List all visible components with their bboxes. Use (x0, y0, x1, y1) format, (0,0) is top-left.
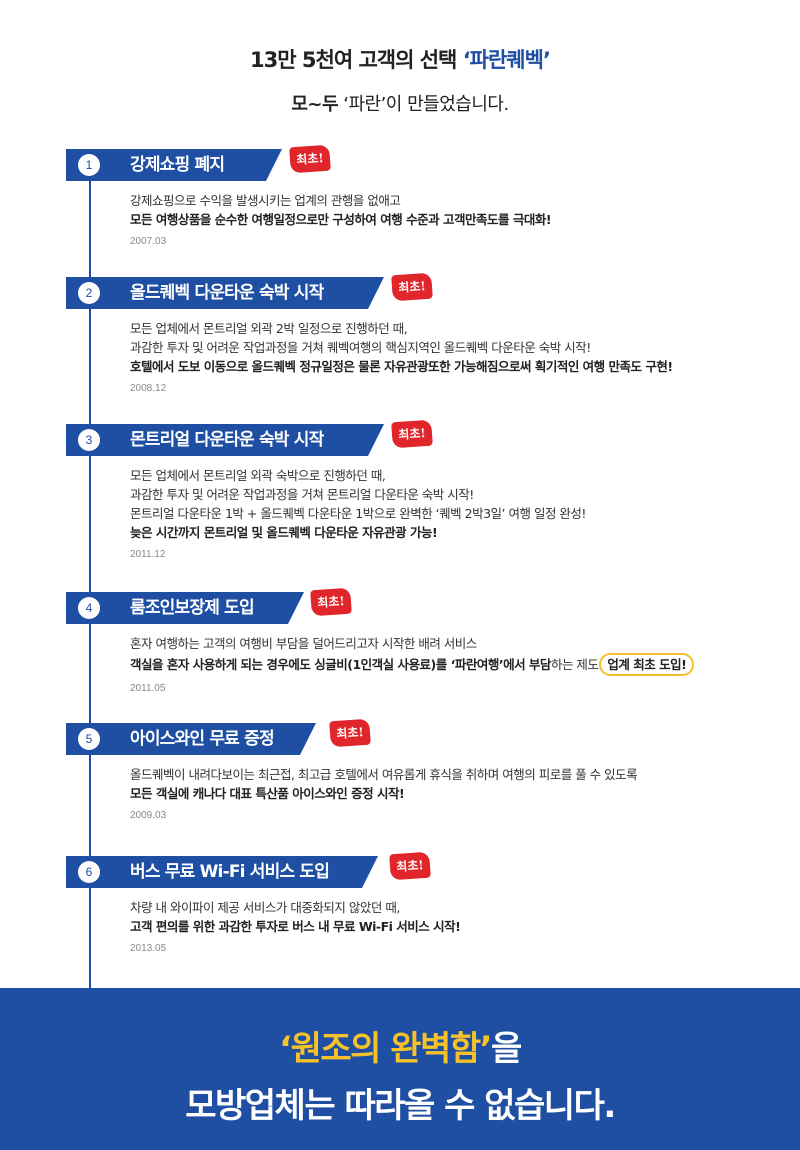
item-title: 룸조인보장제 도입 (130, 598, 255, 618)
item-banner (66, 424, 384, 456)
page-header: 13만 5천여 고객의 선택 ‘파란퀘벡’ 모~두 ‘파란’이 만들었습니다. (0, 44, 800, 116)
item-date: 2011.12 (130, 549, 166, 560)
first-stamp-badge: 최초! (289, 144, 331, 174)
subheadline-bold: 모~두 (291, 94, 339, 115)
headline-prefix: 13만 5천여 고객의 선택 (250, 48, 463, 72)
item-description: 강제쇼핑으로 수익을 발생시키는 업계의 관행을 없애고 모든 여행상품을 순수… (130, 191, 770, 251)
subheadline-rest: ‘파란’이 만들었습니다. (338, 94, 509, 115)
item-number: 3 (78, 429, 100, 451)
desc-line: 강제쇼핑으로 수익을 발생시키는 업계의 관행을 없애고 (130, 193, 401, 208)
item-description: 모든 업체에서 몬트리얼 외곽 2박 일정으로 진행하던 때, 과감한 투자 및… (130, 319, 770, 398)
footer-accent: ‘원조의 완벽함’ (279, 1029, 492, 1069)
desc-line: 모든 업체에서 몬트리얼 외곽 2박 일정으로 진행하던 때, (130, 321, 408, 336)
first-stamp-badge: 최초! (310, 587, 352, 617)
item-date: 2007.03 (130, 236, 167, 247)
item-date: 2009.03 (130, 810, 167, 821)
item-description: 차량 내 와이파이 제공 서비스가 대중화되지 않았던 때, 고객 편의를 위한… (130, 898, 770, 958)
item-title: 버스 무료 Wi-Fi 서비스 도입 (130, 862, 330, 882)
desc-bold: 객실을 혼자 사용하게 되는 경우에도 싱글비(1인객실 사용료)를 ‘파란여행… (130, 657, 551, 672)
item-banner (66, 723, 316, 755)
desc-bold: 호텔에서 도보 이동으로 올드퀘벡 정규일정은 물론 자유관광또한 가능해짐으로… (130, 359, 673, 374)
item-number: 4 (78, 597, 100, 619)
highlight-circle: 업계 최초 도입! (599, 653, 695, 676)
first-stamp-badge: 최초! (391, 272, 433, 302)
item-number: 1 (78, 154, 100, 176)
item-number: 6 (78, 861, 100, 883)
desc-bold: 고객 편의를 위한 과감한 투자로 버스 내 무료 Wi-Fi 서비스 시작! (130, 919, 461, 934)
desc-bold: 모든 여행상품을 순수한 여행일정으로만 구성하여 여행 수준과 고객만족도를 … (130, 212, 552, 227)
timeline-line (89, 150, 91, 990)
desc-bold-after: 하는 제도. (550, 657, 602, 672)
footer-banner: ‘원조의 완벽함’을 모방업체는 따라올 수 없습니다. (0, 988, 800, 1150)
desc-line: 모든 업체에서 몬트리얼 외곽 숙박으로 진행하던 때, (130, 468, 386, 483)
first-stamp-badge: 최초! (389, 851, 431, 881)
item-banner (66, 856, 378, 888)
first-stamp-badge: 최초! (391, 419, 433, 449)
desc-line: 혼자 여행하는 고객의 여행비 부담을 덜어드리고자 시작한 배려 서비스 (130, 636, 477, 651)
item-title: 몬트리얼 다운타운 숙박 시작 (130, 430, 324, 450)
desc-line: 차량 내 와이파이 제공 서비스가 대중화되지 않았던 때, (130, 900, 400, 915)
item-title: 아이스와인 무료 증정 (130, 729, 275, 749)
item-title: 올드퀘벡 다운타운 숙박 시작 (130, 283, 324, 303)
item-number: 2 (78, 282, 100, 304)
item-banner (66, 277, 384, 309)
item-date: 2011.05 (130, 683, 166, 694)
desc-line: 몬트리얼 다운타운 1박 + 올드퀘벡 다운타운 1박으로 완벽한 ‘퀘벡 2박… (130, 506, 586, 521)
item-description: 올드퀘벡이 내려다보이는 최근접, 최고급 호텔에서 여유롭게 휴식을 취하며 … (130, 765, 770, 825)
desc-line: 올드퀘벡이 내려다보이는 최근접, 최고급 호텔에서 여유롭게 휴식을 취하며 … (130, 767, 638, 782)
desc-bold: 늦은 시간까지 몬트리얼 및 올드퀘벡 다운타운 자유관광 가능! (130, 525, 438, 540)
headline: 13만 5천여 고객의 선택 ‘파란퀘벡’ (0, 44, 800, 74)
desc-line: 과감한 투자 및 어려운 작업과정을 거쳐 퀘벡여행의 핵심지역인 올드퀘벡 다… (130, 340, 591, 355)
desc-bold: 모든 객실에 캐나다 대표 특산품 아이스와인 증정 시작! (130, 786, 405, 801)
footer-line-1: ‘원조의 완벽함’을 (0, 1021, 800, 1070)
item-date: 2008.12 (130, 383, 167, 394)
first-stamp-badge: 최초! (329, 718, 371, 748)
footer-line-2: 모방업체는 따라올 수 없습니다. (185, 1086, 616, 1126)
headline-brand: ‘파란퀘벡’ (462, 48, 551, 72)
desc-line: 과감한 투자 및 어려운 작업과정을 거쳐 몬트리얼 다운타운 숙박 시작! (130, 487, 474, 502)
item-banner (66, 592, 304, 624)
item-date: 2013.05 (130, 943, 167, 954)
desc-bold-row: 객실을 혼자 사용하게 되는 경우에도 싱글비(1인객실 사용료)를 ‘파란여행… (130, 653, 770, 676)
item-number: 5 (78, 728, 100, 750)
item-title: 강제쇼핑 폐지 (130, 155, 225, 175)
item-description: 혼자 여행하는 고객의 여행비 부담을 덜어드리고자 시작한 배려 서비스 객실… (130, 634, 770, 698)
subheadline: 모~두 ‘파란’이 만들었습니다. (0, 90, 800, 116)
item-description: 모든 업체에서 몬트리얼 외곽 숙박으로 진행하던 때, 과감한 투자 및 어려… (130, 466, 770, 564)
footer-line-1-rest: 을 (491, 1029, 522, 1069)
